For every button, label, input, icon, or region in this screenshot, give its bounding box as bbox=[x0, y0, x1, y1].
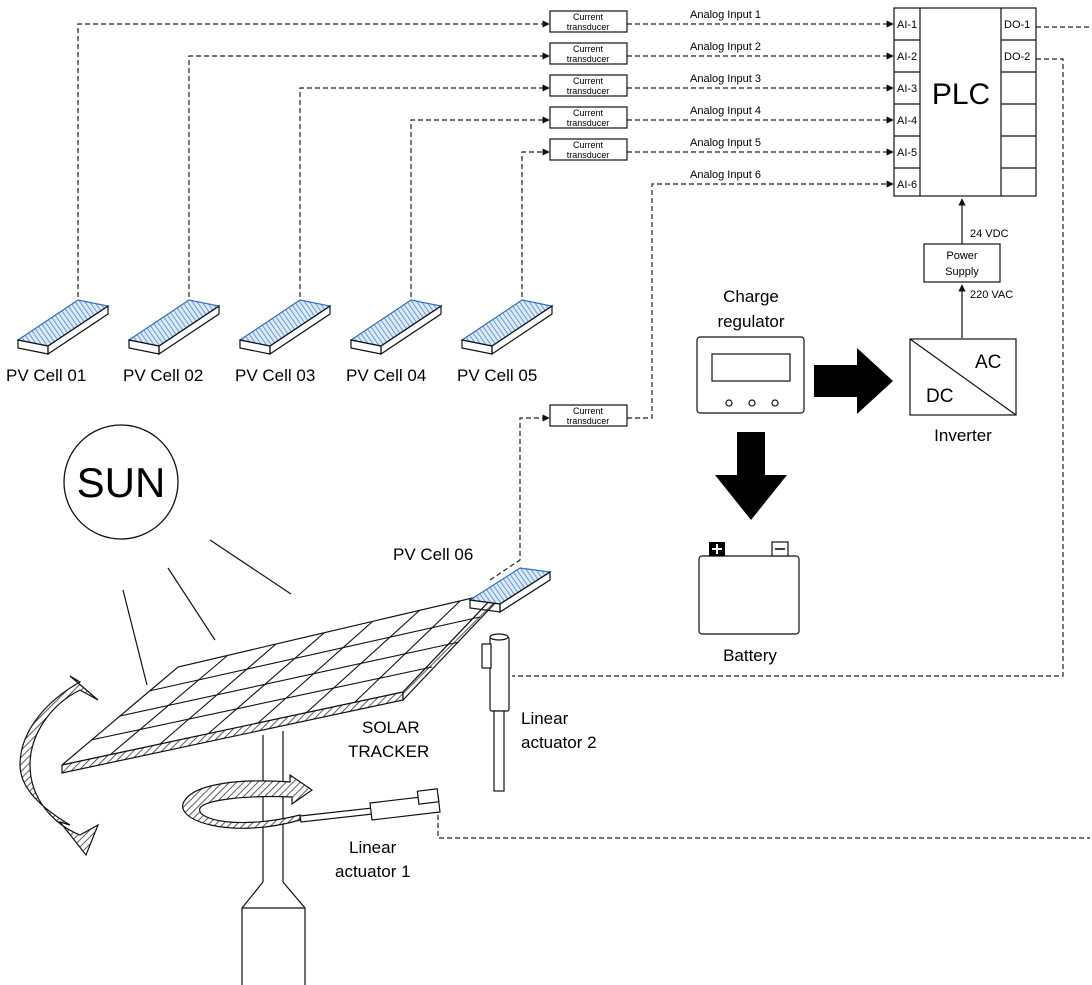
power-supply-label: Power bbox=[946, 250, 978, 262]
plc-input-ai4: AI-4 bbox=[897, 115, 917, 127]
power-supply-output: 24 VDC bbox=[970, 228, 1009, 240]
pv-cell-05-label: PV Cell 05 bbox=[457, 366, 537, 385]
transducer-label: transducer bbox=[567, 54, 610, 64]
transducer-row-4: Current transducer Analog Input 4 bbox=[549, 105, 894, 129]
transducer-label: Current bbox=[573, 140, 604, 150]
sun-label: SUN bbox=[77, 459, 166, 506]
transducer-label: Current bbox=[573, 44, 604, 54]
charge-regulator: Charge regulator bbox=[696, 287, 805, 414]
pv-cell-01: PV Cell 01 bbox=[6, 299, 110, 385]
transducer-label: Current bbox=[573, 108, 604, 118]
sun: SUN bbox=[63, 424, 292, 686]
plc-output-do1: DO-1 bbox=[1004, 19, 1030, 31]
pv-cell-02-label: PV Cell 02 bbox=[123, 366, 203, 385]
pv-cell-01-label: PV Cell 01 bbox=[6, 366, 86, 385]
linear-actuator-1: Linear actuator 1 bbox=[299, 788, 441, 881]
pv-signal-lines bbox=[77, 20, 550, 581]
transducer-label: transducer bbox=[567, 22, 610, 32]
inverter-ac-label: AC bbox=[975, 352, 1001, 373]
transducer-label: transducer bbox=[567, 150, 610, 160]
charge-regulator-label: Charge bbox=[723, 287, 779, 306]
analog-input-4-label: Analog Input 4 bbox=[690, 105, 761, 117]
regulator-to-inverter-arrow bbox=[814, 348, 893, 414]
transducer-label: transducer bbox=[567, 86, 610, 96]
actuator-2-label: actuator 2 bbox=[521, 733, 597, 752]
pv-cell-04-label: PV Cell 04 bbox=[346, 366, 426, 385]
plc-input-ai1: AI-1 bbox=[897, 19, 917, 31]
plc-input-ai5: AI-5 bbox=[897, 147, 917, 159]
pv-cell-06: PV Cell 06 bbox=[393, 545, 552, 614]
pv-cell-06-label: PV Cell 06 bbox=[393, 545, 473, 564]
plc-block: PLC AI-1 AI-2 AI-3 AI-4 AI-5 AI-6 DO-1 D… bbox=[893, 7, 1037, 197]
pv-cell-02: PV Cell 02 bbox=[123, 299, 221, 385]
tracker-pole bbox=[241, 731, 306, 985]
tracker-label: TRACKER bbox=[348, 742, 429, 761]
do-output-lines bbox=[437, 26, 1090, 839]
inverter-label: Inverter bbox=[934, 426, 992, 445]
charge-regulator-label: regulator bbox=[717, 312, 784, 331]
regulator-to-battery-arrow bbox=[715, 432, 787, 520]
power-supply-input: 220 VAC bbox=[970, 289, 1013, 301]
analog-input-5-label: Analog Input 5 bbox=[690, 137, 761, 149]
pv-cell-04: PV Cell 04 bbox=[346, 299, 443, 385]
transducer-label: Current bbox=[573, 76, 604, 86]
tilt-arrow-icon bbox=[19, 675, 100, 857]
actuator-1-label: actuator 1 bbox=[335, 862, 411, 881]
pv-cell-03-label: PV Cell 03 bbox=[235, 366, 315, 385]
linear-actuator-2: Linear actuator 2 bbox=[481, 633, 597, 792]
transducer-row-1: Current transducer Analog Input 1 bbox=[549, 9, 894, 33]
inverter: AC DC Inverter bbox=[909, 338, 1017, 445]
transducer-label: Current bbox=[573, 12, 604, 22]
transducer-label: Current bbox=[573, 406, 604, 416]
transducer-row-2: Current transducer Analog Input 2 bbox=[549, 41, 894, 65]
analog-input-6-line: Analog Input 6 bbox=[627, 169, 894, 419]
plc-label: PLC bbox=[932, 78, 990, 111]
analog-input-6-label: Analog Input 6 bbox=[690, 169, 761, 181]
actuator-2-label: Linear bbox=[521, 709, 569, 728]
tracker-label: SOLAR bbox=[362, 718, 420, 737]
analog-input-1-label: Analog Input 1 bbox=[690, 9, 761, 21]
inverter-dc-label: DC bbox=[926, 386, 953, 407]
power-supply-label: Supply bbox=[945, 266, 979, 278]
rotate-arrow-icon bbox=[182, 773, 314, 829]
transducer-row-5: Current transducer Analog Input 5 bbox=[549, 137, 894, 161]
pv-cell-03: PV Cell 03 bbox=[235, 299, 332, 385]
plc-input-ai2: AI-2 bbox=[897, 51, 917, 63]
analog-input-2-label: Analog Input 2 bbox=[690, 41, 761, 53]
transducer-label: transducer bbox=[567, 416, 610, 426]
power-supply: Power Supply 24 VDC 220 VAC bbox=[923, 198, 1013, 338]
transducer-row-3: Current transducer Analog Input 3 bbox=[549, 73, 894, 97]
solar-tracker-panel: SOLAR TRACKER bbox=[61, 590, 500, 774]
battery: Battery bbox=[698, 541, 800, 665]
transducer-pv6: Current transducer bbox=[549, 404, 628, 427]
battery-label: Battery bbox=[723, 646, 777, 665]
plc-input-ai6: AI-6 bbox=[897, 179, 917, 191]
transducer-label: transducer bbox=[567, 118, 610, 128]
pv-cell-05: PV Cell 05 bbox=[457, 299, 554, 385]
actuator-1-label: Linear bbox=[349, 838, 397, 857]
plc-output-do2: DO-2 bbox=[1004, 51, 1030, 63]
plc-input-ai3: AI-3 bbox=[897, 83, 917, 95]
analog-input-3-label: Analog Input 3 bbox=[690, 73, 761, 85]
